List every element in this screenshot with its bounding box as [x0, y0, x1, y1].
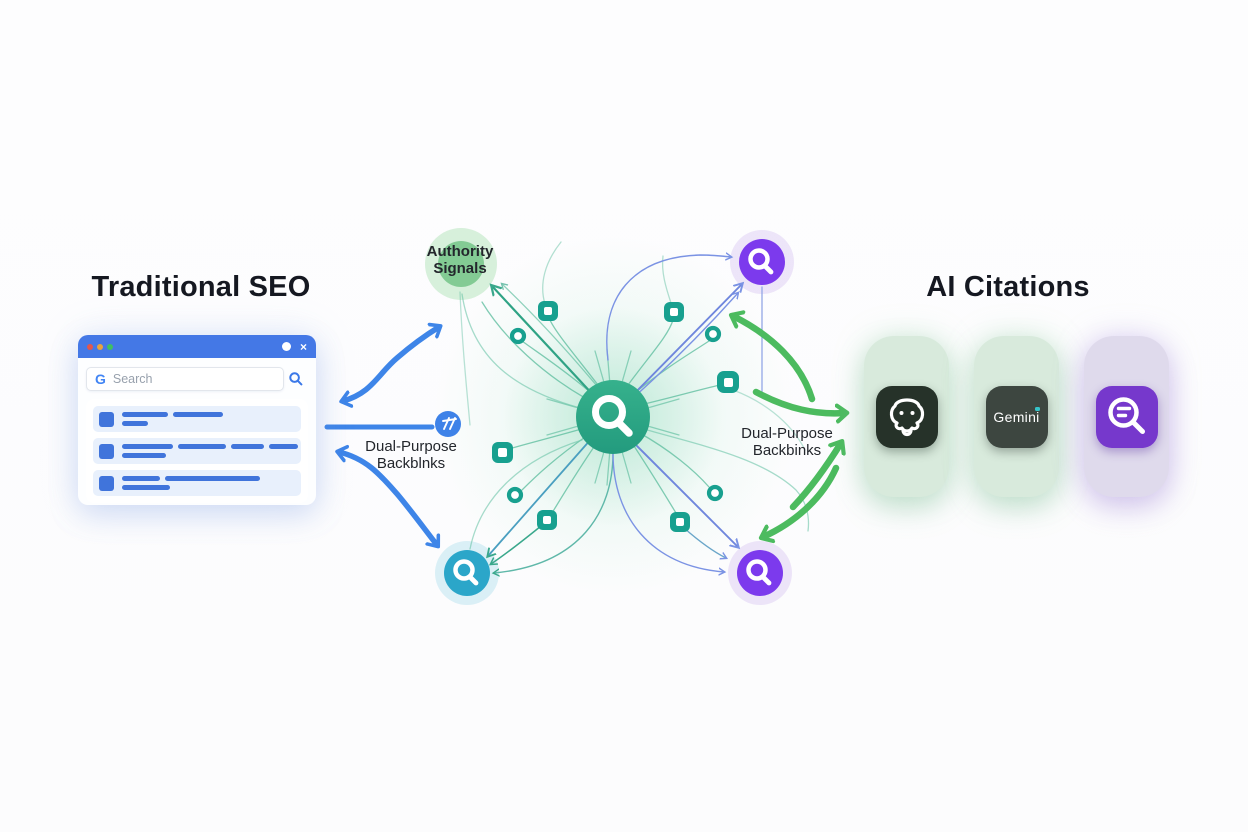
authority-signals-node — [438, 241, 484, 287]
window-dot-red — [87, 343, 93, 350]
blue-arrow-bottom — [339, 452, 437, 545]
ai-search-app — [1095, 385, 1158, 448]
window-dot-orange — [97, 343, 103, 350]
magnifier-icon — [453, 559, 479, 586]
dual-purpose-backlinks-label-left: Dual-Purpose Backblnks — [365, 438, 457, 472]
gemini-app: Gemini — [985, 385, 1048, 448]
backlink-icon — [442, 417, 457, 430]
small-nodes — [492, 301, 739, 532]
dual-purpose-backlinks-label-right: Dual-Purpose Backbinks — [741, 425, 833, 459]
ai-app-card-ai-search — [1084, 336, 1169, 497]
search-node-bottom-right — [737, 550, 783, 596]
gemini-dot-icon — [1034, 406, 1040, 411]
search-results-list — [86, 399, 308, 503]
green-arrow-to-card — [752, 388, 845, 413]
ai-app-card-chat-assistant — [864, 336, 949, 497]
magnifier-icon — [592, 395, 633, 437]
authority-signals-label: Authority Signals — [426, 243, 494, 277]
green-arrow-up-right — [789, 443, 841, 511]
backlink-badge — [435, 411, 461, 437]
chat-assistant-app — [875, 385, 938, 448]
result-favicon — [99, 412, 114, 427]
magnifier-icon — [746, 559, 772, 586]
satellite-nodes — [444, 239, 785, 596]
search-icon — [284, 371, 308, 387]
green-arrow-to-top-node — [733, 316, 816, 403]
network-arrows — [488, 255, 763, 573]
ai-citations-heading: AI Citations — [926, 271, 1090, 303]
green-arrows — [733, 316, 845, 537]
blue-arrow-top — [343, 327, 439, 401]
window-close-icon: × — [299, 339, 307, 354]
gemini-label: Gemini — [993, 408, 1040, 425]
blue-arrows — [324, 327, 439, 545]
browser-window: × G Search — [78, 335, 316, 505]
magnifier-lines-icon — [1107, 396, 1145, 434]
search-result-row — [93, 406, 301, 432]
magnifier-icon — [748, 248, 774, 275]
search-placeholder: Search — [112, 372, 153, 386]
result-favicon — [99, 444, 114, 459]
search-node-bottom-left — [444, 550, 490, 596]
network-lines — [459, 241, 810, 550]
search-node-top-right — [739, 239, 785, 285]
search-result-row — [93, 438, 301, 464]
ghost-face-icon — [889, 397, 924, 436]
search-result-row — [93, 470, 301, 496]
browser-titlebar: × — [78, 335, 316, 358]
green-arrow-to-bottom-node — [763, 464, 840, 537]
window-minimize-icon — [281, 342, 291, 351]
search-hub-node — [576, 380, 650, 454]
google-logo: G — [95, 371, 106, 387]
traditional-seo-heading: Traditional SEO — [91, 271, 311, 303]
ai-app-card-gemini: Gemini — [974, 336, 1059, 497]
result-favicon — [99, 476, 114, 491]
search-input: G Search — [86, 367, 284, 391]
window-dot-green — [107, 343, 113, 350]
browser-search-row: G Search — [78, 358, 316, 391]
